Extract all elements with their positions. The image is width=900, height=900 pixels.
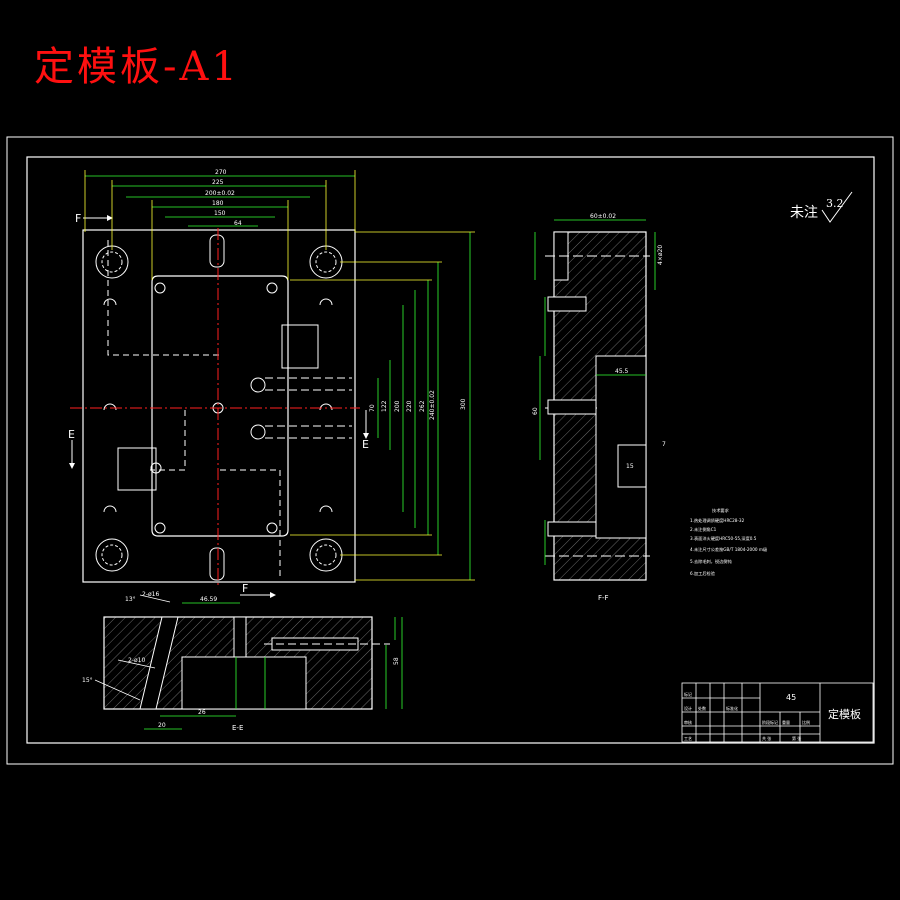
tech-note: 3.表面淬火硬度HRC50-55,深度0.5 (690, 535, 757, 542)
tech-title: 技术要求 (712, 507, 730, 514)
material-text: 45 (786, 693, 796, 702)
dim-text: 60±0.02 (590, 213, 616, 220)
tech-note: 1.热处理调质硬度HRC28-32 (690, 517, 745, 524)
dim-text: 262 (419, 400, 426, 412)
roughness-value: 3.2 (826, 197, 844, 210)
tech-note: 6.加工后检验 (690, 570, 716, 577)
top-dimension-texts: 270 225 200±0.02 180 150 64 (205, 169, 242, 227)
dim-text: 58 (393, 657, 400, 665)
dim-text: 200 (394, 400, 401, 412)
tech-note: 5.去除毛刺，锐边倒钝 (690, 558, 732, 565)
dim-text: 200±0.02 (205, 190, 235, 197)
dim-text: 240±0.02 (429, 390, 436, 420)
tb-label: 设计 (684, 705, 692, 711)
top-dimensions (84, 170, 356, 280)
section-f-top: F (75, 212, 81, 225)
tech-note: 2.未注倒角C1 (690, 526, 717, 533)
dim-text: 70 (369, 404, 376, 412)
right-dimensions (290, 231, 475, 581)
dim-text: 13° (125, 596, 136, 603)
dim-text: 4×ø20 (657, 245, 664, 265)
dim-text: 270 (215, 169, 227, 176)
tb-value: 处数 (698, 705, 706, 711)
right-dimension-texts: 300 240±0.02 262 220 200 122 70 (369, 390, 467, 420)
dim-text: 26 (198, 709, 206, 716)
tb-value: 共 张 (762, 735, 771, 741)
section-ff-label: F-F (598, 594, 609, 602)
tech-notes: 技术要求 1.热处理调质硬度HRC28-32 2.未注倒角C1 3.表面淬火硬度… (690, 507, 768, 577)
dim-text: 300 (460, 398, 467, 410)
dim-text: 60 (532, 407, 539, 415)
drawing-title: 定模板-A1 (34, 44, 240, 90)
dim-text: 45.5 (615, 368, 629, 375)
dim-text: 2-ø10 (128, 657, 145, 664)
dim-text: 64 (234, 220, 242, 227)
tb-value: 第 张 (792, 735, 801, 741)
title-block (681, 682, 874, 743)
outer-frame (6, 136, 894, 765)
tech-note: 4.未注尺寸公差按GB/T 1804-2000 m级 (690, 546, 768, 553)
tb-label: 审核 (684, 719, 692, 725)
corner-holes (95, 245, 343, 572)
dim-text: 15° (82, 677, 93, 684)
plan-view: F F E E (68, 212, 369, 598)
dim-text: 122 (381, 400, 388, 412)
side-section: 60±0.02 4×ø20 60 45.5 15 7 F-F (532, 213, 666, 602)
dim-text: 180 (212, 200, 224, 207)
section-e-left: E (68, 428, 75, 441)
dim-text: 150 (214, 210, 226, 217)
title-block-text: 45 定模板 标记 设计 审核 工艺 处数 标准化 阶段标记 重量 比例 共 张… (684, 691, 861, 741)
tb-value: 标准化 (726, 705, 738, 711)
dim-text: 7 (662, 441, 666, 448)
dim-text: 225 (212, 179, 224, 186)
part-name: 定模板 (828, 707, 861, 721)
plate-outline (82, 229, 356, 583)
dim-text: 2-ø16 (142, 591, 159, 598)
section-f-bottom: F (242, 582, 248, 595)
surface-note-text: 未注 (790, 205, 818, 221)
dim-text: 220 (406, 400, 413, 412)
tb-value: 重量 (782, 719, 790, 725)
section-ee-label: E-E (232, 724, 243, 732)
bottom-section: 46.59 2-ø16 2-ø10 13° 15° 58 26 20 E-E (82, 591, 403, 732)
inner-frame (26, 156, 875, 744)
section-e-right: E (362, 438, 369, 451)
tb-label: 工艺 (684, 736, 692, 741)
tb-value: 阶段标记 (762, 719, 778, 725)
tb-label: 标记 (684, 691, 692, 697)
surface-note: 未注 3.2 (790, 191, 853, 223)
tb-value: 比例 (802, 719, 810, 725)
pocket-outline (151, 275, 289, 537)
dim-text: 15 (626, 463, 634, 470)
dim-text: 46.59 (200, 596, 217, 603)
dim-text: 20 (158, 722, 166, 729)
